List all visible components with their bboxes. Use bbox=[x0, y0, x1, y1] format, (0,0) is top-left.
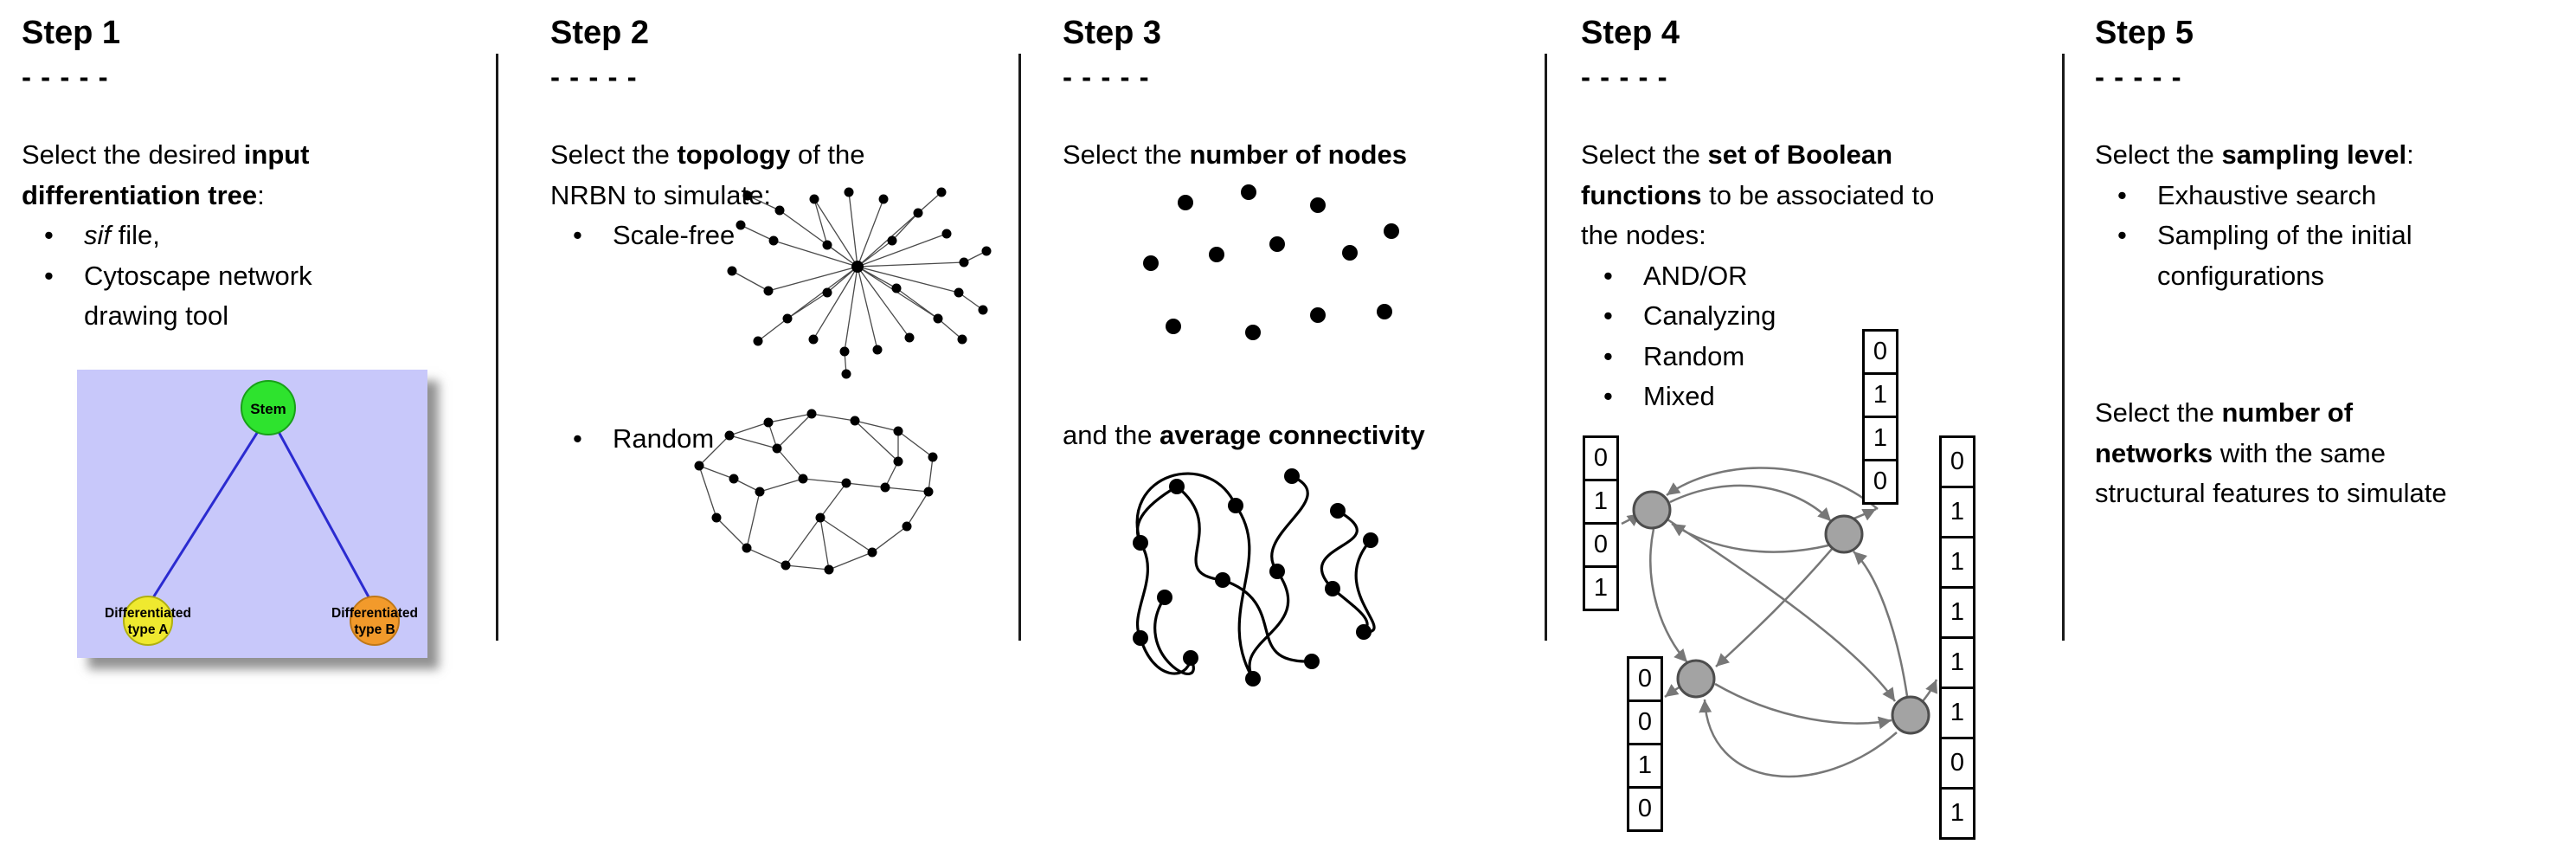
option-canalyzing: Canalyzing bbox=[1581, 296, 1970, 337]
scale-free-edges bbox=[731, 191, 987, 375]
truth-table-cell: 0 bbox=[1939, 737, 1975, 790]
truth-table-cell: 1 bbox=[1939, 636, 1975, 689]
truth-table-cell: 1 bbox=[1939, 536, 1975, 589]
step-5-column: Step 5 - - - - - Select the sampling lev… bbox=[2095, 14, 2502, 514]
truth-table-cell: 1 bbox=[1627, 743, 1663, 789]
truth-table-cell: 0 bbox=[1939, 435, 1975, 488]
truth-table-cell: 1 bbox=[1583, 565, 1619, 611]
nodes-scatter-illustration bbox=[1132, 184, 1417, 387]
step-5-networks-paragraph: Select the number of networks with the s… bbox=[2095, 397, 2447, 509]
step-2-intro: Select the topology of the NRBN to simul… bbox=[550, 139, 865, 210]
random-nodes bbox=[694, 409, 938, 575]
truth-table-cell: 0 bbox=[1583, 522, 1619, 568]
truth-table-cell: 0 bbox=[1583, 435, 1619, 481]
truth-table-cell: 1 bbox=[1939, 586, 1975, 639]
step-4-options: AND/OR Canalyzing Random Mixed bbox=[1581, 256, 1970, 417]
step-1-rule: - - - - - bbox=[22, 60, 109, 93]
step-3-connectivity-line: and the average connectivity bbox=[1063, 420, 1425, 450]
scale-free-nodes bbox=[727, 187, 992, 379]
step-3-nodes-line: Select the number of nodes bbox=[1063, 139, 1407, 171]
scale-free-network-illustration bbox=[723, 180, 992, 381]
step-4-intro: Select the set of Boolean functions to b… bbox=[1581, 139, 1935, 251]
truth-table-cell: 1 bbox=[1862, 372, 1898, 418]
gene-node bbox=[1632, 490, 1672, 530]
step-1-column: Step 1 - - - - - Select the desired inpu… bbox=[22, 14, 394, 337]
step-1-options: sif file, Cytoscape network drawing tool bbox=[22, 216, 394, 337]
step-4-title: Step 4 bbox=[1581, 15, 1680, 51]
connectivity-tangle-illustration bbox=[1115, 461, 1387, 720]
type-a-label-line1: Differentiated bbox=[105, 606, 191, 621]
option-mixed: Mixed bbox=[1581, 377, 1970, 417]
step-5-options: Exhaustive search Sampling of the initia… bbox=[2095, 176, 2502, 297]
truth-table-cell: 0 bbox=[1627, 786, 1663, 832]
option-sif-file: sif file, bbox=[22, 216, 394, 256]
gene-node bbox=[1891, 695, 1930, 735]
type-a-label-line2: type A bbox=[128, 622, 169, 637]
truth-table-cell: 0 bbox=[1862, 329, 1898, 375]
random-edges bbox=[698, 413, 934, 571]
step-2-title: Step 2 bbox=[550, 15, 650, 51]
column-divider bbox=[1545, 54, 1547, 641]
option-random: Random bbox=[550, 419, 810, 460]
boolean-network-nodes bbox=[1632, 490, 1930, 735]
truth-table-top: 0 1 1 0 bbox=[1862, 329, 1898, 505]
truth-table-cell: 1 bbox=[1862, 416, 1898, 461]
stem-node-label: Stem bbox=[250, 401, 286, 417]
column-divider bbox=[1018, 54, 1021, 641]
step-3-column: Step 3 - - - - - Select the number of no… bbox=[1063, 14, 1547, 176]
step-5-title: Step 5 bbox=[2095, 15, 2194, 51]
step-1-title: Step 1 bbox=[22, 15, 121, 51]
truth-table-bottom-left: 0 0 1 0 bbox=[1627, 656, 1663, 832]
type-b-label-line2: type B bbox=[354, 622, 395, 637]
option-cytoscape: Cytoscape network drawing tool bbox=[22, 256, 394, 337]
step-2-column: Step 2 - - - - - Select the topology of … bbox=[550, 14, 931, 256]
stem-node bbox=[241, 380, 296, 435]
step-1-intro: Select the desired input differentiation… bbox=[22, 139, 310, 210]
truth-table-cell: 1 bbox=[1939, 687, 1975, 739]
random-network-illustration bbox=[682, 396, 952, 596]
truth-table-right: 0 1 1 1 1 1 0 1 bbox=[1939, 435, 1975, 840]
differentiation-tree-figure: Stem Differentiated type A Differentiate… bbox=[77, 370, 427, 658]
differentiated-type-a-node bbox=[123, 596, 173, 646]
gene-node bbox=[1824, 514, 1864, 554]
truth-table-cell: 0 bbox=[1862, 459, 1898, 505]
option-exhaustive-search: Exhaustive search bbox=[2095, 176, 2502, 216]
step-3-rule: - - - - - bbox=[1063, 60, 1150, 93]
step-2-rule: - - - - - bbox=[550, 60, 638, 93]
truth-table-cell: 0 bbox=[1627, 699, 1663, 745]
step-5-intro: Select the sampling level: bbox=[2095, 139, 2414, 171]
column-divider bbox=[496, 54, 498, 641]
option-sampling-initial-configurations: Sampling of the initial configurations bbox=[2095, 216, 2502, 296]
scatter-dots bbox=[1143, 184, 1399, 340]
differentiation-tree-illustration: Stem Differentiated type A Differentiate… bbox=[77, 370, 427, 658]
truth-table-left: 0 1 0 1 bbox=[1583, 435, 1619, 611]
gene-node bbox=[1676, 659, 1716, 699]
boolean-network-arrows bbox=[1621, 467, 1938, 778]
option-and-or: AND/OR bbox=[1581, 256, 1970, 297]
step-3-title: Step 3 bbox=[1063, 15, 1162, 51]
type-b-label-line1: Differentiated bbox=[331, 606, 418, 621]
tree-edge bbox=[149, 429, 260, 603]
step-4-column: Step 4 - - - - - Select the set of Boole… bbox=[1581, 14, 1970, 417]
tangle-nodes bbox=[1133, 468, 1378, 687]
step-4-rule: - - - - - bbox=[1581, 60, 1668, 93]
column-divider bbox=[2062, 54, 2065, 641]
truth-table-cell: 0 bbox=[1627, 656, 1663, 702]
step-5-rule: - - - - - bbox=[2095, 60, 2182, 93]
differentiated-type-b-node bbox=[350, 596, 400, 646]
truth-table-cell: 1 bbox=[1583, 479, 1619, 525]
truth-table-cell: 1 bbox=[1939, 486, 1975, 538]
truth-table-cell: 1 bbox=[1939, 787, 1975, 840]
tree-edge bbox=[276, 429, 373, 603]
boolean-network-illustration bbox=[1575, 390, 1990, 851]
option-scale-free: Scale-free bbox=[550, 216, 931, 256]
option-random-functions: Random bbox=[1581, 337, 1970, 377]
